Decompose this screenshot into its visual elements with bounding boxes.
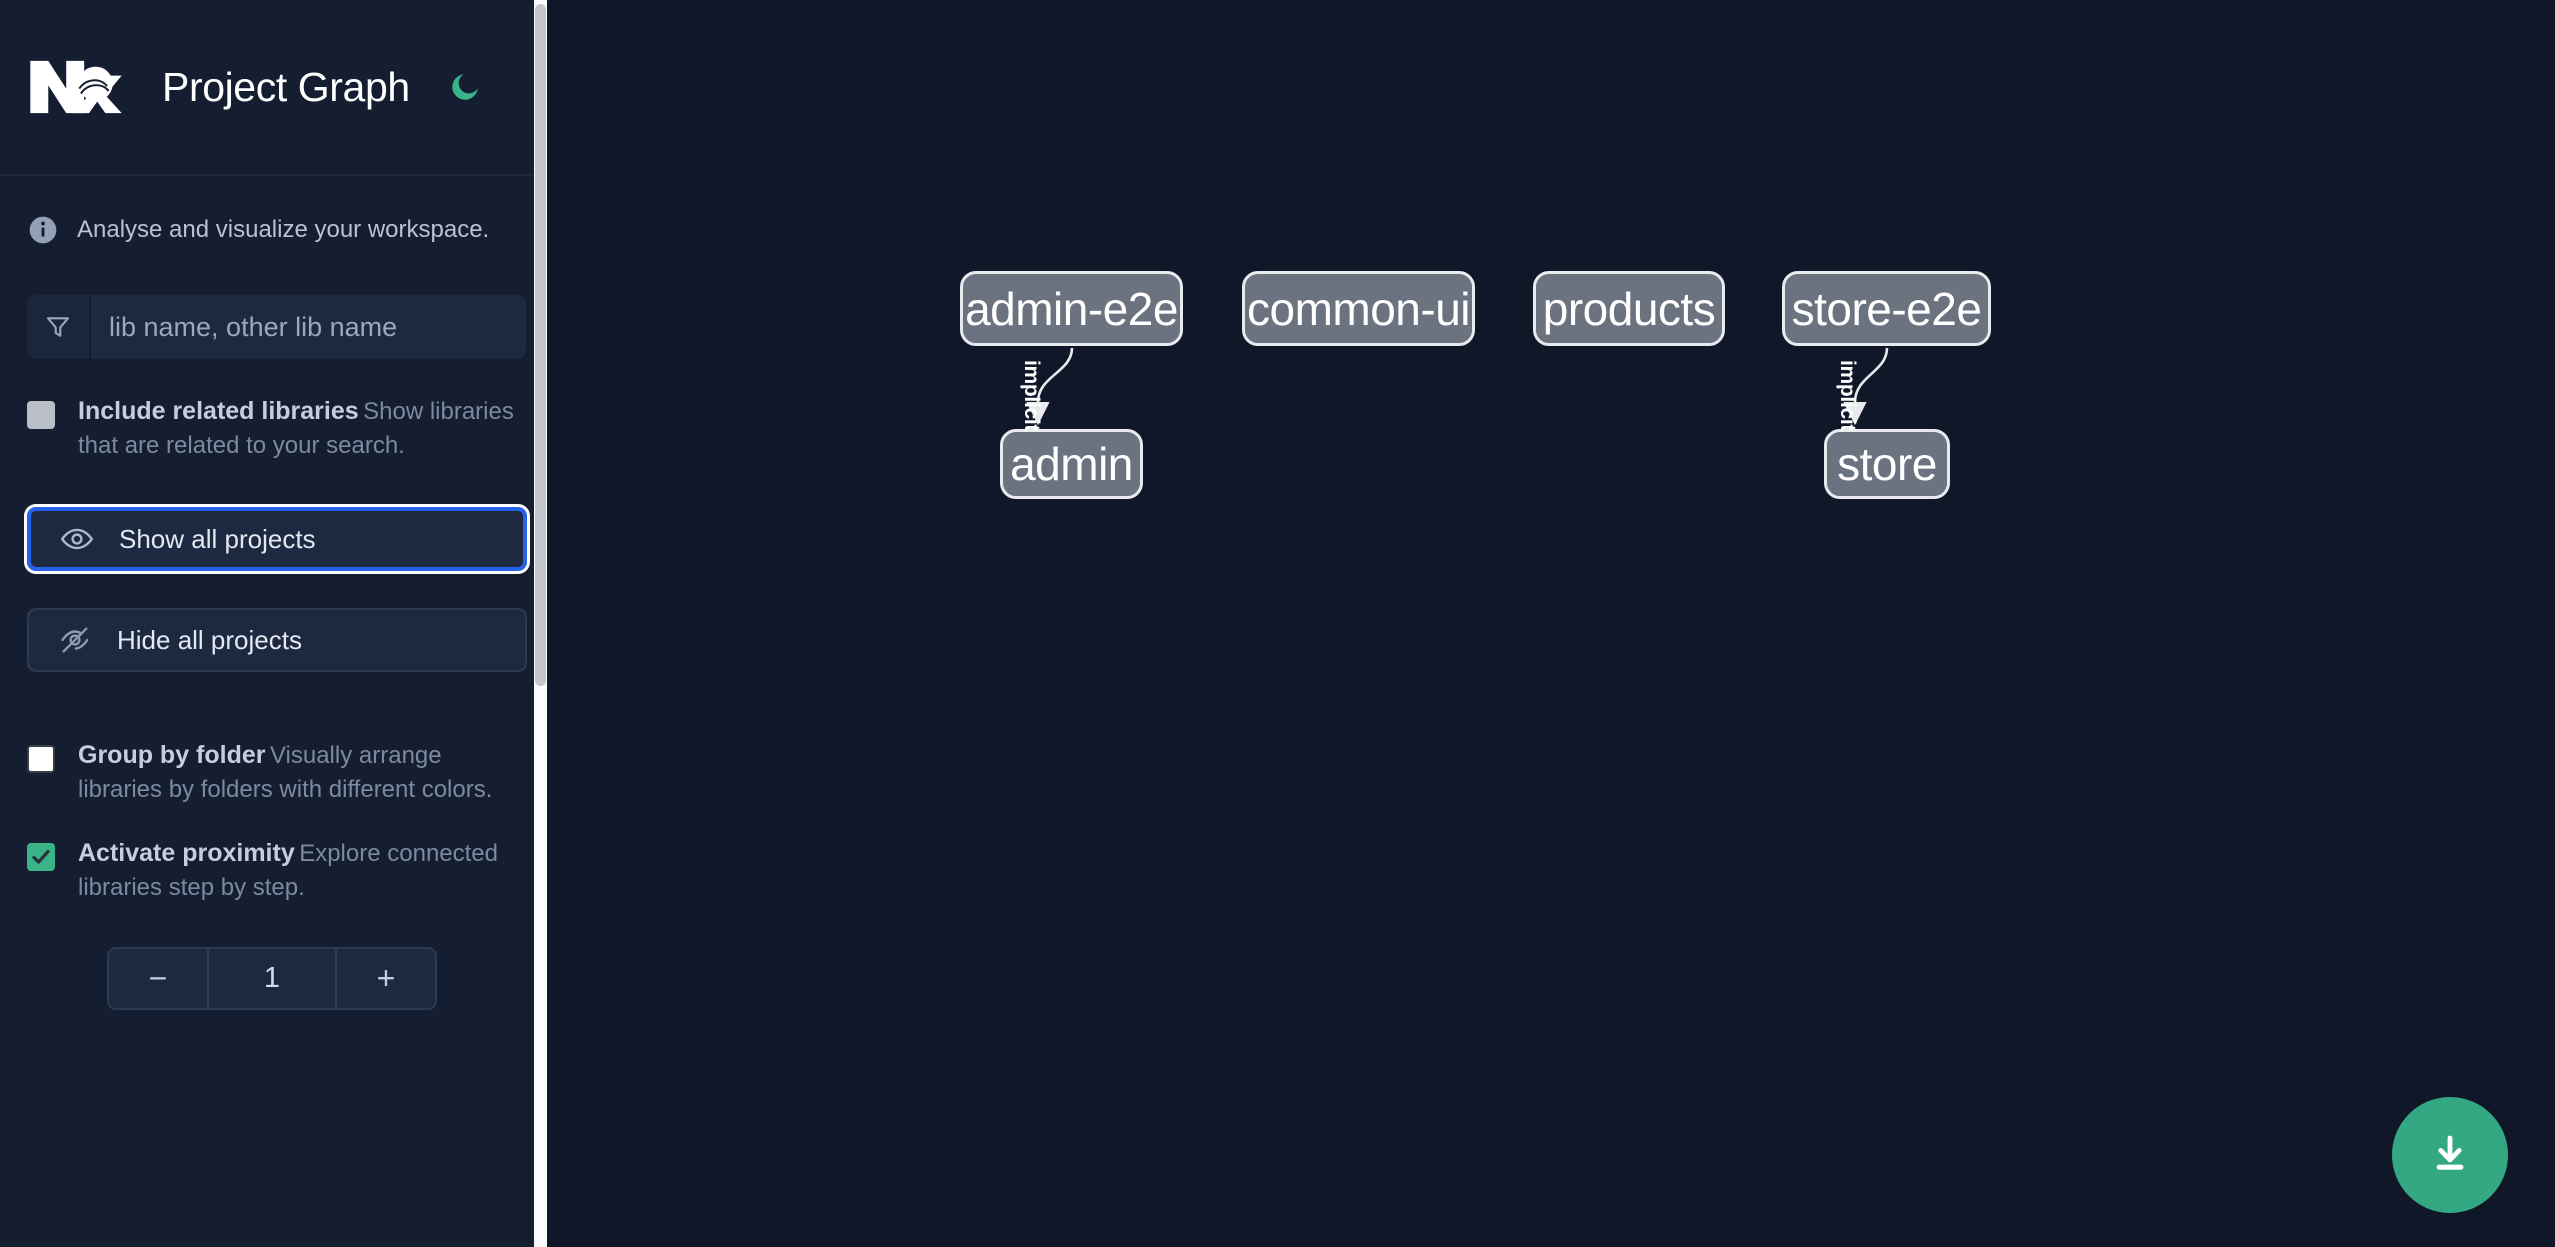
sidebar-header: Project Graph	[0, 0, 553, 176]
nx-logo-icon	[27, 56, 125, 118]
hide-all-projects-button[interactable]: Hide all projects	[27, 608, 527, 673]
sidebar-content: Project Graph Analyse and visualize yo	[0, 0, 553, 1247]
activate-proximity-checkbox[interactable]	[27, 843, 55, 872]
graph-node-store[interactable]: store	[1824, 429, 1950, 499]
graph-canvas[interactable]: admin-e2e common-ui products store-e2e a…	[553, 0, 2555, 1247]
graph-edges	[1026, 347, 1889, 426]
proximity-increment-button[interactable]: +	[335, 949, 435, 1009]
hide-all-projects-label: Hide all projects	[117, 624, 302, 655]
moon-icon[interactable]	[443, 65, 487, 109]
workspace-info-text: Analyse and visualize your workspace.	[77, 216, 490, 243]
show-all-projects-label: Show all projects	[119, 523, 316, 554]
checkbox-row-activate-proximity[interactable]: Activate proximity Explore connected lib…	[27, 807, 526, 905]
include-related-libraries-description: Show libraries that are related to your …	[78, 398, 514, 460]
funnel-icon	[27, 295, 91, 359]
proximity-value: 1	[263, 962, 281, 995]
checkbox-row-group-by-folder[interactable]: Group by folder Visually arrange librari…	[27, 709, 526, 807]
activate-proximity-label: Activate proximity	[78, 839, 295, 868]
sidebar-scrollbar-track[interactable]	[534, 0, 547, 1247]
eye-off-icon	[55, 620, 95, 660]
include-related-libraries-label: Include related libraries	[78, 397, 359, 425]
group-by-folder-label: Group by folder	[78, 741, 266, 770]
sidebar-controls: Include related libraries Show libraries…	[0, 295, 553, 1011]
filter-field	[27, 295, 526, 359]
graph-node-admin[interactable]: admin	[1000, 429, 1143, 499]
app-title: Project Graph	[162, 63, 410, 110]
checkbox-row-include-related-libraries[interactable]: Include related libraries Show libraries…	[27, 359, 526, 463]
proximity-stepper: − 1 +	[107, 947, 437, 1011]
checkmark-icon	[27, 843, 55, 871]
edge-label-admin-e2e-admin: implicit	[1020, 360, 1043, 432]
group-by-folder-checkbox[interactable]	[27, 745, 55, 774]
sidebar: Project Graph Analyse and visualize yo	[0, 0, 553, 1247]
info-icon	[27, 214, 59, 246]
eye-icon	[57, 519, 97, 559]
download-graph-button[interactable]	[2392, 1097, 2508, 1213]
download-icon	[2426, 1130, 2474, 1181]
include-related-libraries-checkbox[interactable]	[27, 401, 55, 429]
edge-store-e2e-store	[1843, 347, 1889, 426]
workspace-info: Analyse and visualize your workspace.	[0, 176, 553, 246]
graph-node-admin-e2e[interactable]: admin-e2e	[960, 271, 1183, 346]
graph-node-common-ui[interactable]: common-ui	[1242, 271, 1475, 346]
search-input[interactable]	[91, 295, 526, 359]
proximity-decrement-button[interactable]: −	[109, 949, 209, 1009]
sidebar-scrollbar-thumb[interactable]	[535, 4, 546, 686]
graph-node-store-e2e[interactable]: store-e2e	[1782, 271, 1991, 346]
activate-proximity-description: Explore connected libraries step by step…	[78, 840, 498, 902]
edge-admin-e2e-admin	[1026, 347, 1074, 426]
edge-label-store-e2e-store: implicit	[1836, 360, 1859, 432]
project-visibility-buttons: Show all projects Hide all projects	[24, 504, 530, 673]
sidebar-edge	[547, 0, 553, 1247]
group-by-folder-description: Visually arrange libraries by folders wi…	[78, 742, 493, 804]
graph-node-products[interactable]: products	[1533, 271, 1725, 346]
show-all-projects-button[interactable]: Show all projects	[24, 504, 530, 575]
